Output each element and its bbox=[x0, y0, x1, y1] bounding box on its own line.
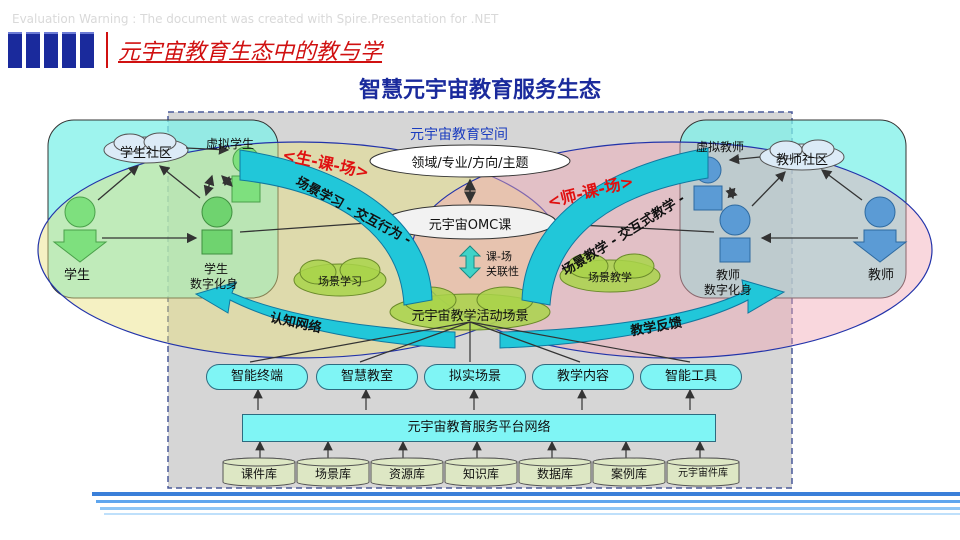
feedback-arrow bbox=[499, 279, 786, 349]
service-smart-tools: 智能工具 bbox=[640, 364, 742, 390]
teacher-avatar-label-1: 教师 bbox=[716, 268, 741, 282]
activity-scene-label: 元宇宙教学活动场景 bbox=[411, 309, 529, 324]
education-space-label: 元宇宙教育空间 bbox=[410, 127, 508, 143]
db-resource: 资源库 bbox=[388, 467, 425, 481]
service-teaching-content: 教学内容 bbox=[532, 364, 634, 390]
header-decoration bbox=[8, 32, 98, 72]
relation-label-2: 关联性 bbox=[486, 265, 519, 278]
teacher-community-label: 教师社区 bbox=[775, 153, 828, 168]
domain-label: 领域/专业/方向/主题 bbox=[411, 156, 529, 171]
db-courseware: 课件库 bbox=[240, 467, 277, 481]
teacher-person-icon bbox=[852, 196, 908, 263]
scene-teaching-label: 场景教学 bbox=[588, 271, 632, 284]
relation-label-1: 课-场 bbox=[486, 250, 512, 263]
db-case: 案例库 bbox=[610, 467, 647, 481]
service-simulated-scene: 拟实场景 bbox=[424, 364, 526, 390]
omc-course-label: 元宇宙OMC课 bbox=[428, 218, 512, 233]
virtual-teacher-label: 虚拟教师 bbox=[696, 140, 745, 154]
student-avatar-label-1: 学生 bbox=[204, 262, 229, 276]
domain-oval bbox=[369, 144, 571, 178]
service-smart-classroom: 智慧教室 bbox=[316, 364, 418, 390]
virtual-student-label: 虚拟学生 bbox=[206, 137, 255, 151]
student-curve-band bbox=[239, 149, 433, 306]
relation-arrow bbox=[458, 245, 482, 279]
bottom-stripes bbox=[92, 492, 960, 515]
db-metaverse-components: 元宇宙件库 bbox=[678, 468, 728, 479]
db-scene: 场景库 bbox=[314, 467, 351, 481]
student-avatar-label-2: 数字化身 bbox=[190, 277, 239, 291]
service-platform-network: 元宇宙教育服务平台网络 bbox=[242, 414, 716, 442]
student-avatar-icon bbox=[201, 196, 233, 255]
teacher-curve-band bbox=[521, 147, 709, 306]
slide-subtitle: 智慧元宇宙教育服务生态 bbox=[358, 78, 601, 103]
student-person-icon bbox=[52, 196, 108, 263]
db-data: 数据库 bbox=[536, 467, 573, 481]
teacher-avatar-label-2: 数字化身 bbox=[704, 283, 753, 297]
student-label: 学生 bbox=[64, 268, 91, 283]
teacher-label: 教师 bbox=[868, 268, 895, 283]
db-knowledge: 知识库 bbox=[462, 467, 499, 481]
evaluation-watermark: Evaluation Warning : The document was cr… bbox=[12, 12, 499, 26]
slide-title: 元宇宙教育生态中的教与学 bbox=[118, 40, 383, 65]
service-smart-terminal: 智能终端 bbox=[206, 364, 308, 390]
title-divider bbox=[106, 32, 108, 68]
student-community-label: 学生社区 bbox=[119, 146, 172, 161]
teacher-avatar-icon bbox=[719, 204, 751, 263]
scene-learning-label: 场景学习 bbox=[318, 275, 362, 288]
